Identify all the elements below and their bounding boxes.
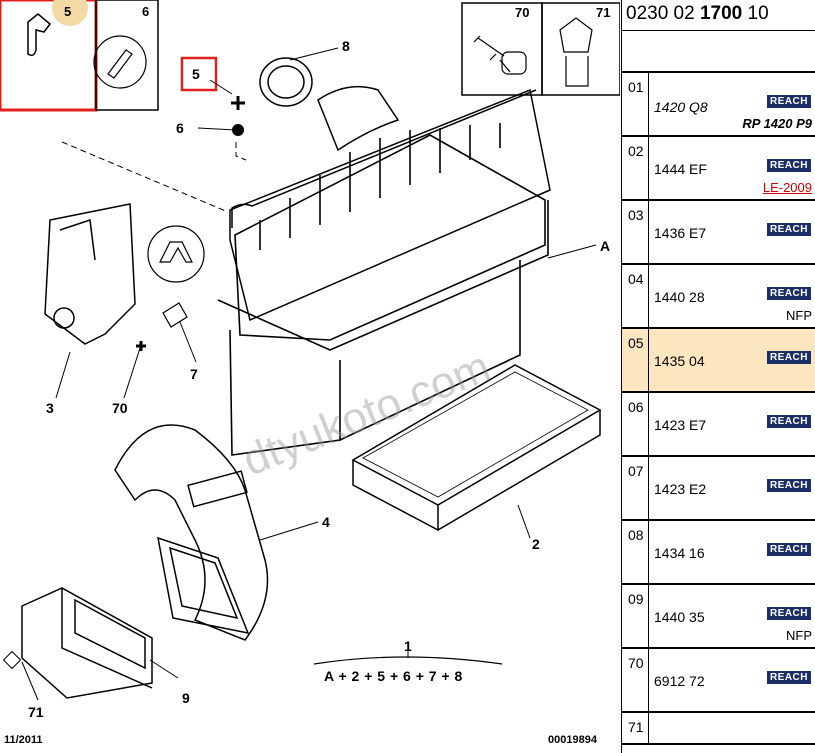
row-index: 02 [622, 137, 649, 199]
part-row[interactable]: 03 1436 E7 REACH [622, 201, 815, 265]
reach-badge: REACH [766, 287, 811, 300]
inset-box-6 [93, 0, 159, 111]
inset-71-number: 71 [596, 5, 611, 20]
part-code: 1423 E2 [654, 481, 707, 497]
callout-70: 70 [112, 400, 128, 416]
reach-badge: REACH [766, 607, 811, 620]
date-label: 11/2011 [4, 734, 43, 746]
callout-7: 7 [190, 366, 198, 382]
part-code: 1420 Q8 [654, 99, 708, 115]
reach-badge: REACH [766, 95, 811, 108]
inset-box-71 [541, 2, 620, 96]
part-code: 1444 EF [654, 161, 707, 177]
callout-71: 71 [28, 704, 44, 720]
inset-6-number: 6 [142, 4, 150, 19]
part-code: 1440 28 [654, 289, 705, 305]
inset-5-number: 5 [64, 4, 72, 19]
reach-badge: REACH [766, 479, 811, 492]
part-row[interactable]: 71 [622, 713, 815, 745]
part-code: 1436 E7 [654, 225, 707, 241]
callout-A: A [600, 238, 611, 254]
part-code: 6912 72 [654, 673, 705, 689]
row-index: 09 [622, 585, 649, 647]
title-suffix: 10 [742, 3, 769, 24]
part-row[interactable]: 70 6912 72 REACH [622, 649, 815, 713]
row-index: 05 [622, 329, 649, 391]
callout-6: 6 [176, 120, 184, 136]
callout-4: 4 [322, 514, 330, 530]
inset-box-5 [0, 0, 98, 112]
part-code: 1423 E7 [654, 417, 707, 433]
reach-badge: REACH [766, 159, 811, 172]
row-index: 71 [622, 713, 649, 743]
part-note: RP 1420 P9 [742, 116, 812, 131]
reach-badge: REACH [766, 223, 811, 236]
part-row[interactable]: 08 1434 16 REACH [622, 521, 815, 585]
title-bold: 1700 [699, 3, 743, 24]
panel-spacer [622, 31, 815, 73]
callout-5: 5 [192, 66, 200, 82]
row-index: 03 [622, 201, 649, 263]
callout-3: 3 [46, 400, 54, 416]
row-index: 70 [622, 649, 649, 711]
part-row[interactable]: 09 1440 35 REACH NFP [622, 585, 815, 649]
callout-2: 2 [532, 536, 540, 552]
row-index: 07 [622, 457, 649, 519]
reach-badge: REACH [766, 543, 811, 556]
parts-diagram: 5 6 70 71 5 6 8 A 2 4 9 3 70 7 71 1 A + … [0, 0, 620, 746]
part-row[interactable]: 06 1423 E7 REACH [622, 393, 815, 457]
callout-9: 9 [182, 690, 190, 706]
part-row[interactable]: 05 1435 04 REACH [622, 329, 815, 393]
part-note: NFP [786, 628, 812, 643]
reach-badge: REACH [766, 415, 811, 428]
row-index: 08 [622, 521, 649, 583]
parts-list: 01 1420 Q8 REACH RP 1420 P9 02 1444 EF REACH LE… [622, 73, 815, 745]
inset-box-70 [461, 2, 543, 96]
reference-number: 00019894 [548, 734, 597, 746]
part-note: NFP [786, 308, 812, 323]
part-row[interactable]: 01 1420 Q8 REACH RP 1420 P9 [622, 73, 815, 137]
panel-title: 0230 02 1700 10 [622, 0, 815, 31]
row-index: 04 [622, 265, 649, 327]
part-row[interactable]: 07 1423 E2 REACH [622, 457, 815, 521]
row-index: 06 [622, 393, 649, 455]
inset-70-number: 70 [515, 5, 530, 20]
callout-8: 8 [342, 38, 350, 54]
part-code: 1435 04 [654, 353, 705, 369]
reach-badge: REACH [766, 671, 811, 684]
assembly-formula: A + 2 + 5 + 6 + 7 + 8 [324, 668, 463, 684]
exploded-view-drawing [0, 0, 620, 701]
callout-1: 1 [404, 638, 412, 654]
title-prefix: 0230 02 [626, 3, 700, 24]
part-code: 1440 35 [654, 609, 705, 625]
row-index: 01 [622, 73, 649, 135]
part-code: 1434 16 [654, 545, 705, 561]
part-row[interactable]: 04 1440 28 REACH NFP [622, 265, 815, 329]
part-row[interactable]: 02 1444 EF REACH LE-2009 [622, 137, 815, 201]
reach-badge: REACH [766, 351, 811, 364]
part-note[interactable]: LE-2009 [762, 180, 812, 195]
parts-list-panel: 0230 02 1700 10 01 1420 Q8 REACH RP 1420 P9… [621, 0, 815, 753]
